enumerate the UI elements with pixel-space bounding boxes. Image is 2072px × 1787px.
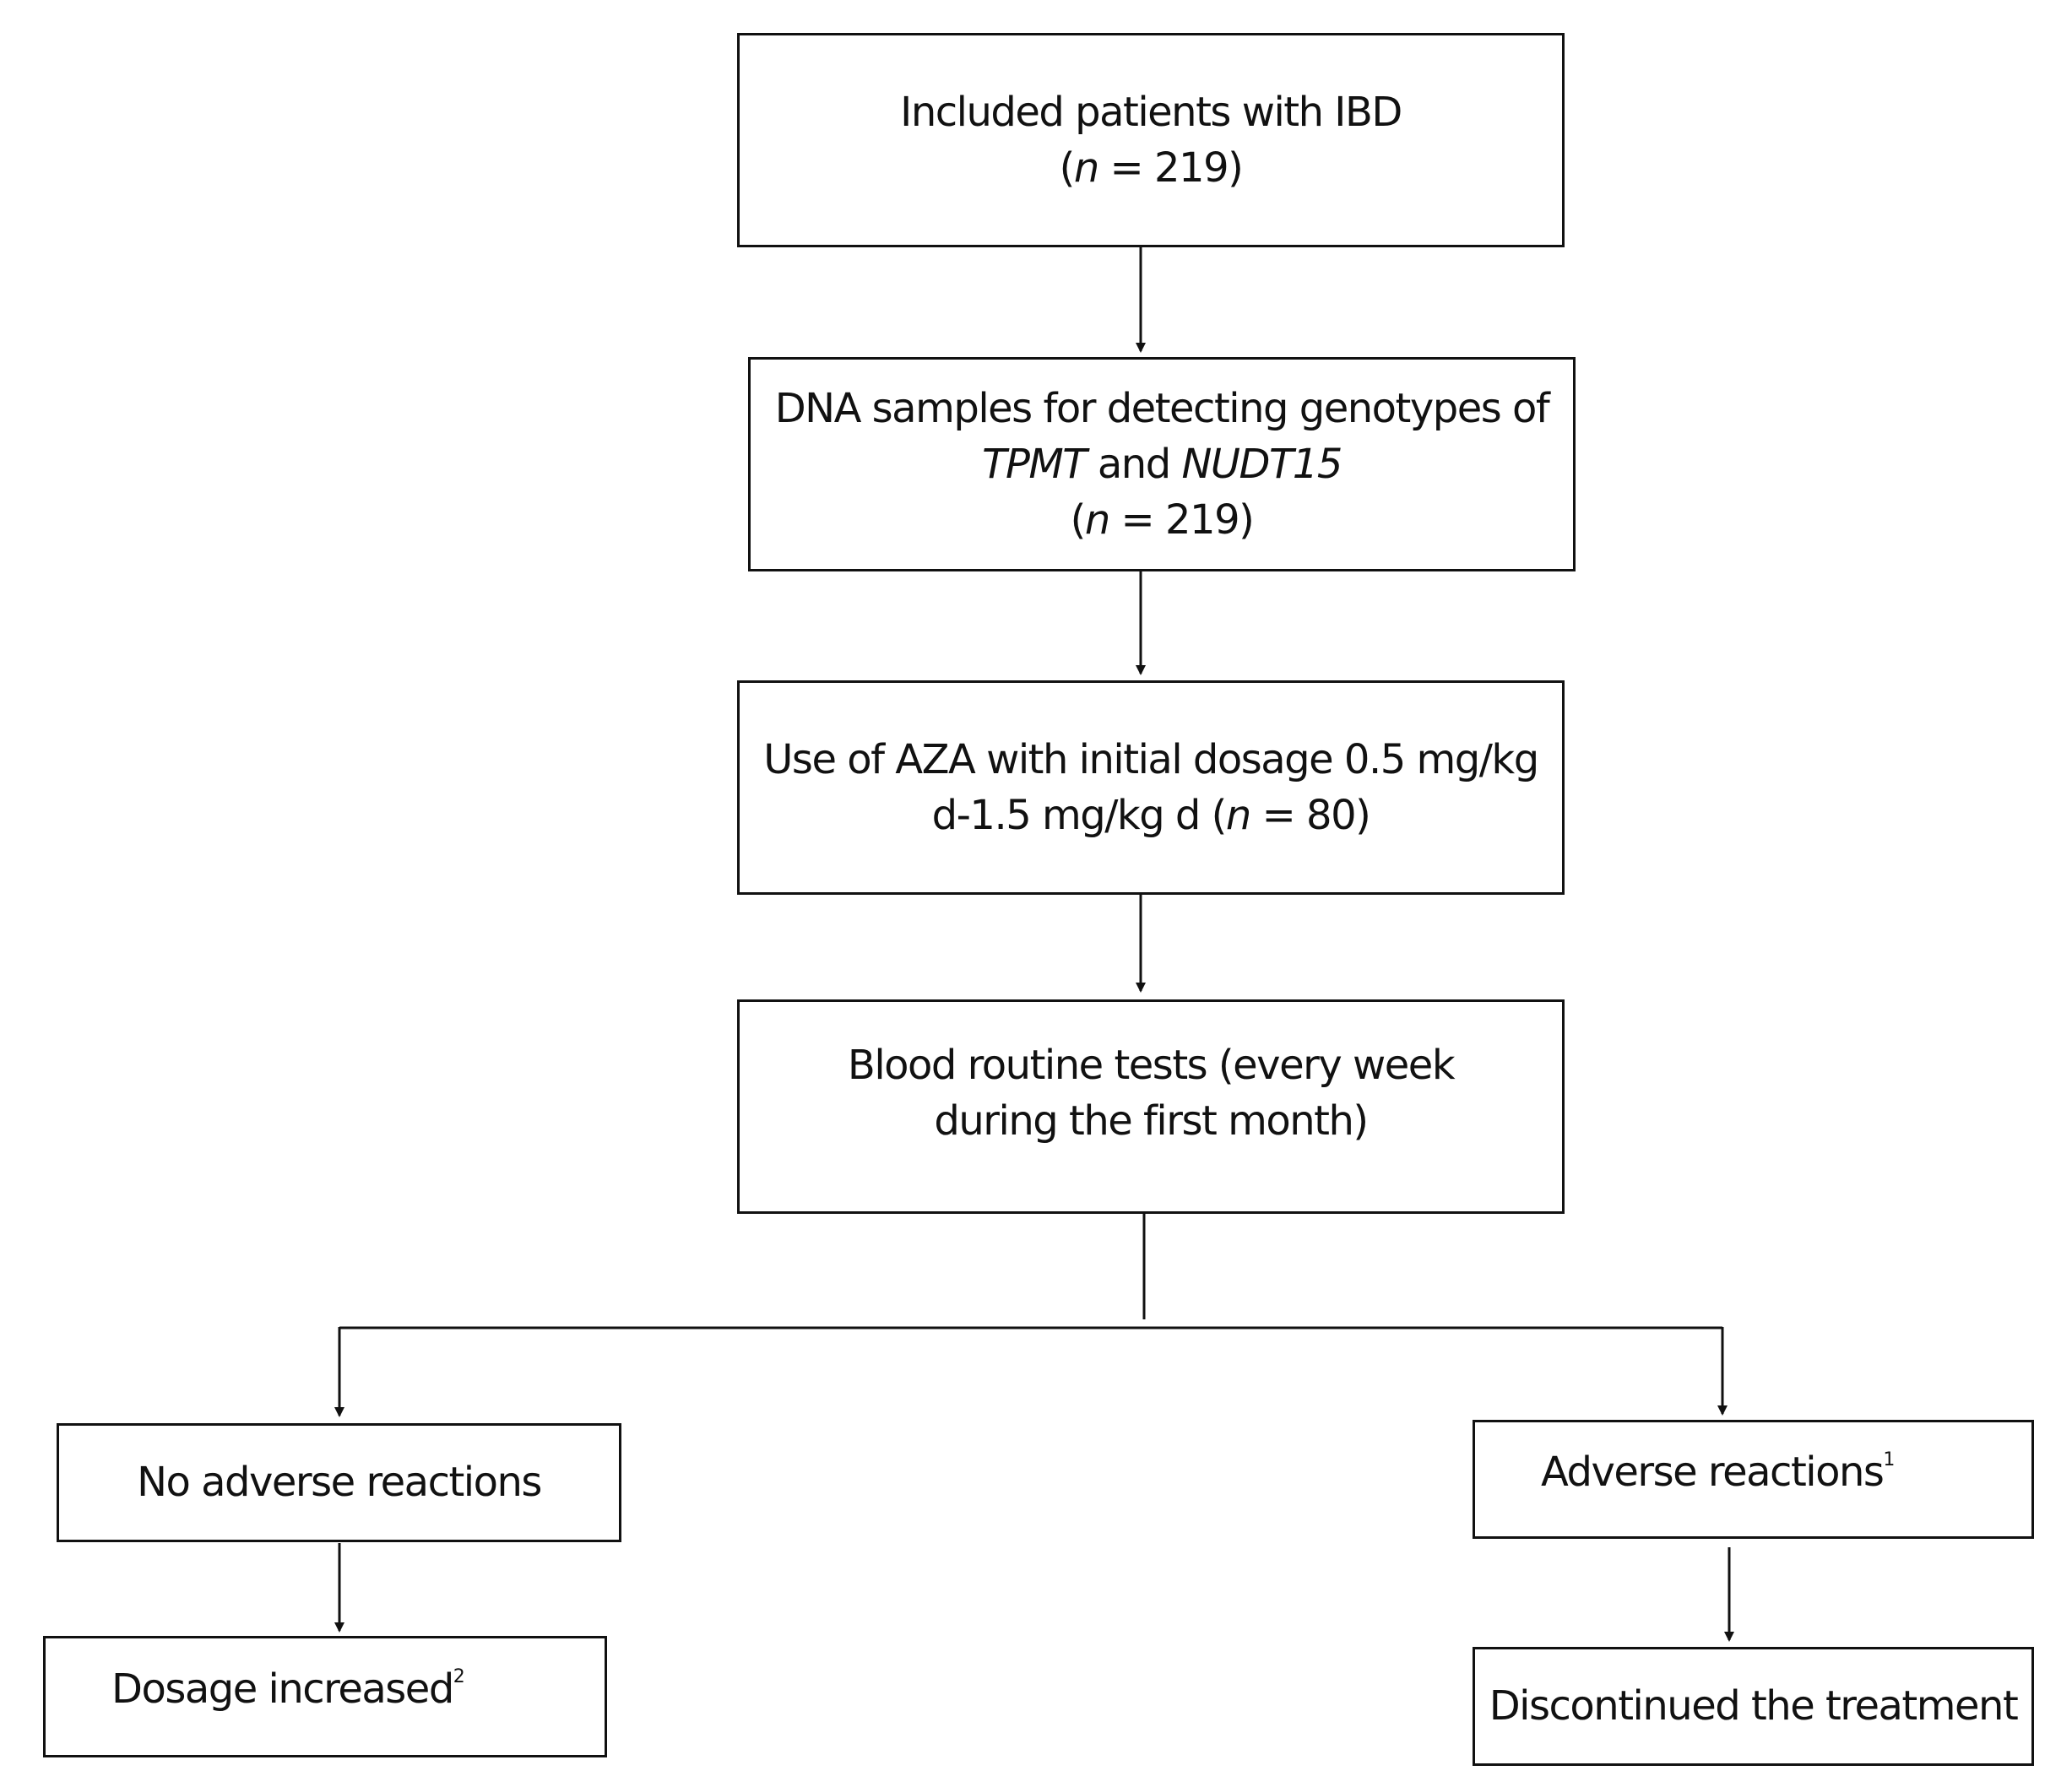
node-included-patients: Included patients with IBD (n = 219)	[737, 33, 1565, 247]
node-dosage-increased: Dosage increased2	[43, 1636, 607, 1757]
footnote-marker-1: 1	[1883, 1449, 1896, 1470]
node-blood-line1: Blood routine tests (every week	[847, 1042, 1456, 1089]
node-no-adverse-reactions: No adverse reactions	[57, 1423, 621, 1542]
node-dna-title: DNA samples for detecting genotypes of	[774, 384, 1550, 432]
node-included-count: (n = 219)	[1059, 144, 1244, 192]
node-discontinued-treatment: Discontinued the treatment	[1473, 1647, 2034, 1766]
node-adverse-label: Adverse reactions1	[1541, 1449, 1896, 1496]
node-aza-count: d-1.5 mg/kg d (n = 80)	[931, 792, 1371, 839]
node-adverse-reactions: Adverse reactions1	[1473, 1420, 2034, 1539]
node-aza-dosage: Use of AZA with initial dosage 0.5 mg/kg	[763, 735, 1539, 783]
node-discontinued-label: Discontinued the treatment	[1489, 1682, 2019, 1730]
node-aza-use: Use of AZA with initial dosage 0.5 mg/kg…	[737, 680, 1565, 895]
node-dna-genes: TPMT and NUDT15	[982, 440, 1342, 488]
node-blood-tests: Blood routine tests (every week during t…	[737, 999, 1565, 1214]
node-blood-line2: during the first month)	[934, 1097, 1369, 1145]
node-dna-samples: DNA samples for detecting genotypes of T…	[748, 357, 1576, 571]
node-included-title: Included patients with IBD	[900, 88, 1402, 136]
node-dosage-label: Dosage increased2	[111, 1665, 465, 1713]
node-no-adverse-label: No adverse reactions	[137, 1459, 542, 1507]
node-dna-count: (n = 219)	[1070, 496, 1255, 544]
footnote-marker-2: 2	[453, 1666, 465, 1687]
